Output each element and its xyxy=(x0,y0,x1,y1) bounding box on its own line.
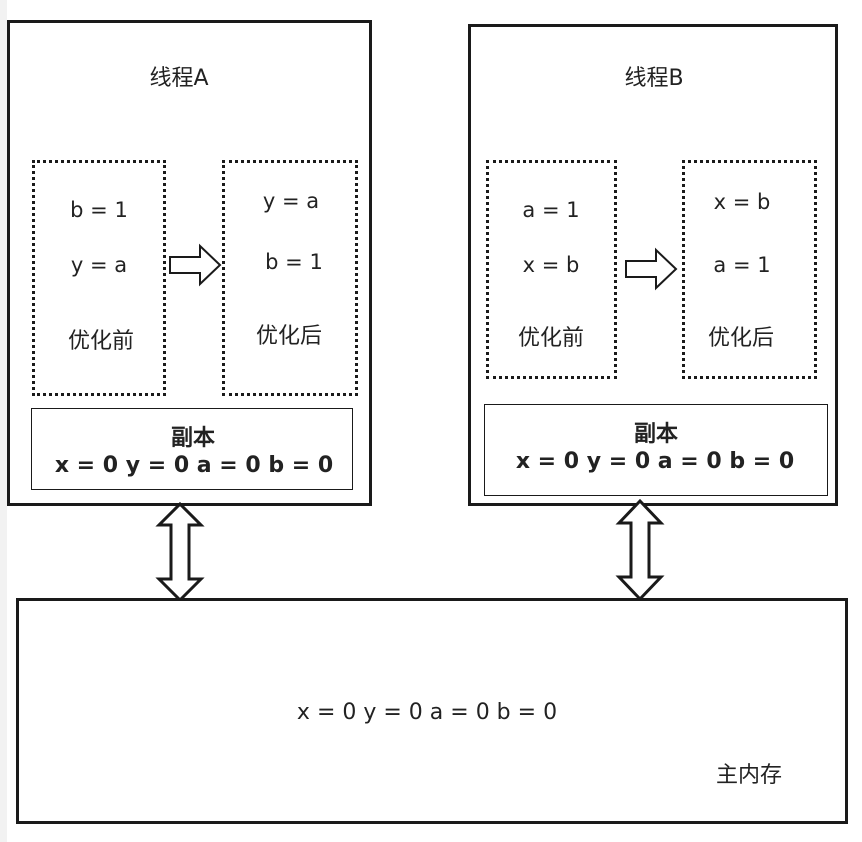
thread-b-after-line-1: x = b xyxy=(713,190,771,214)
thread-b-after-line-2: a = 1 xyxy=(713,253,771,277)
thread-a-copy-title: 副本 xyxy=(170,426,216,451)
thread-a-after-box xyxy=(222,160,358,396)
thread-b-after-caption: 优化后 xyxy=(707,326,775,351)
thread-b-copy-title: 副本 xyxy=(633,422,679,447)
main-memory-values: x = 0 y = 0 a = 0 b = 0 xyxy=(296,700,558,725)
page-left-strip xyxy=(0,0,7,842)
thread-b-before-box xyxy=(486,160,617,379)
thread-b-after-box xyxy=(682,160,817,379)
thread-a-title: 线程A xyxy=(149,66,209,91)
thread-a-copy-values: x = 0 y = 0 a = 0 b = 0 xyxy=(54,453,334,478)
main-memory-box xyxy=(16,598,848,824)
thread-b-memory-sync-arrow-icon xyxy=(615,498,665,602)
thread-b-before-line-1: a = 1 xyxy=(522,198,580,222)
thread-b-copy-values: x = 0 y = 0 a = 0 b = 0 xyxy=(515,449,795,474)
thread-a-after-line-2: b = 1 xyxy=(265,250,323,274)
thread-b-transform-arrow-icon xyxy=(625,247,678,291)
thread-a-after-caption: 优化后 xyxy=(255,324,323,349)
thread-a-after-line-1: y = a xyxy=(262,189,320,213)
thread-a-before-line-1: b = 1 xyxy=(70,198,128,222)
thread-b-title: 线程B xyxy=(624,66,684,91)
thread-a-before-line-2: y = a xyxy=(70,253,128,277)
thread-b-before-line-2: x = b xyxy=(522,253,580,277)
thread-b-copy-box xyxy=(484,404,828,496)
thread-a-before-caption: 优化前 xyxy=(67,329,135,354)
thread-b-before-caption: 优化前 xyxy=(517,326,585,351)
thread-a-memory-sync-arrow-icon xyxy=(155,501,205,603)
thread-a-copy-box xyxy=(31,408,353,490)
main-memory-label: 主内存 xyxy=(715,763,783,788)
thread-a-before-box xyxy=(32,160,166,396)
thread-a-transform-arrow-icon xyxy=(169,243,222,287)
